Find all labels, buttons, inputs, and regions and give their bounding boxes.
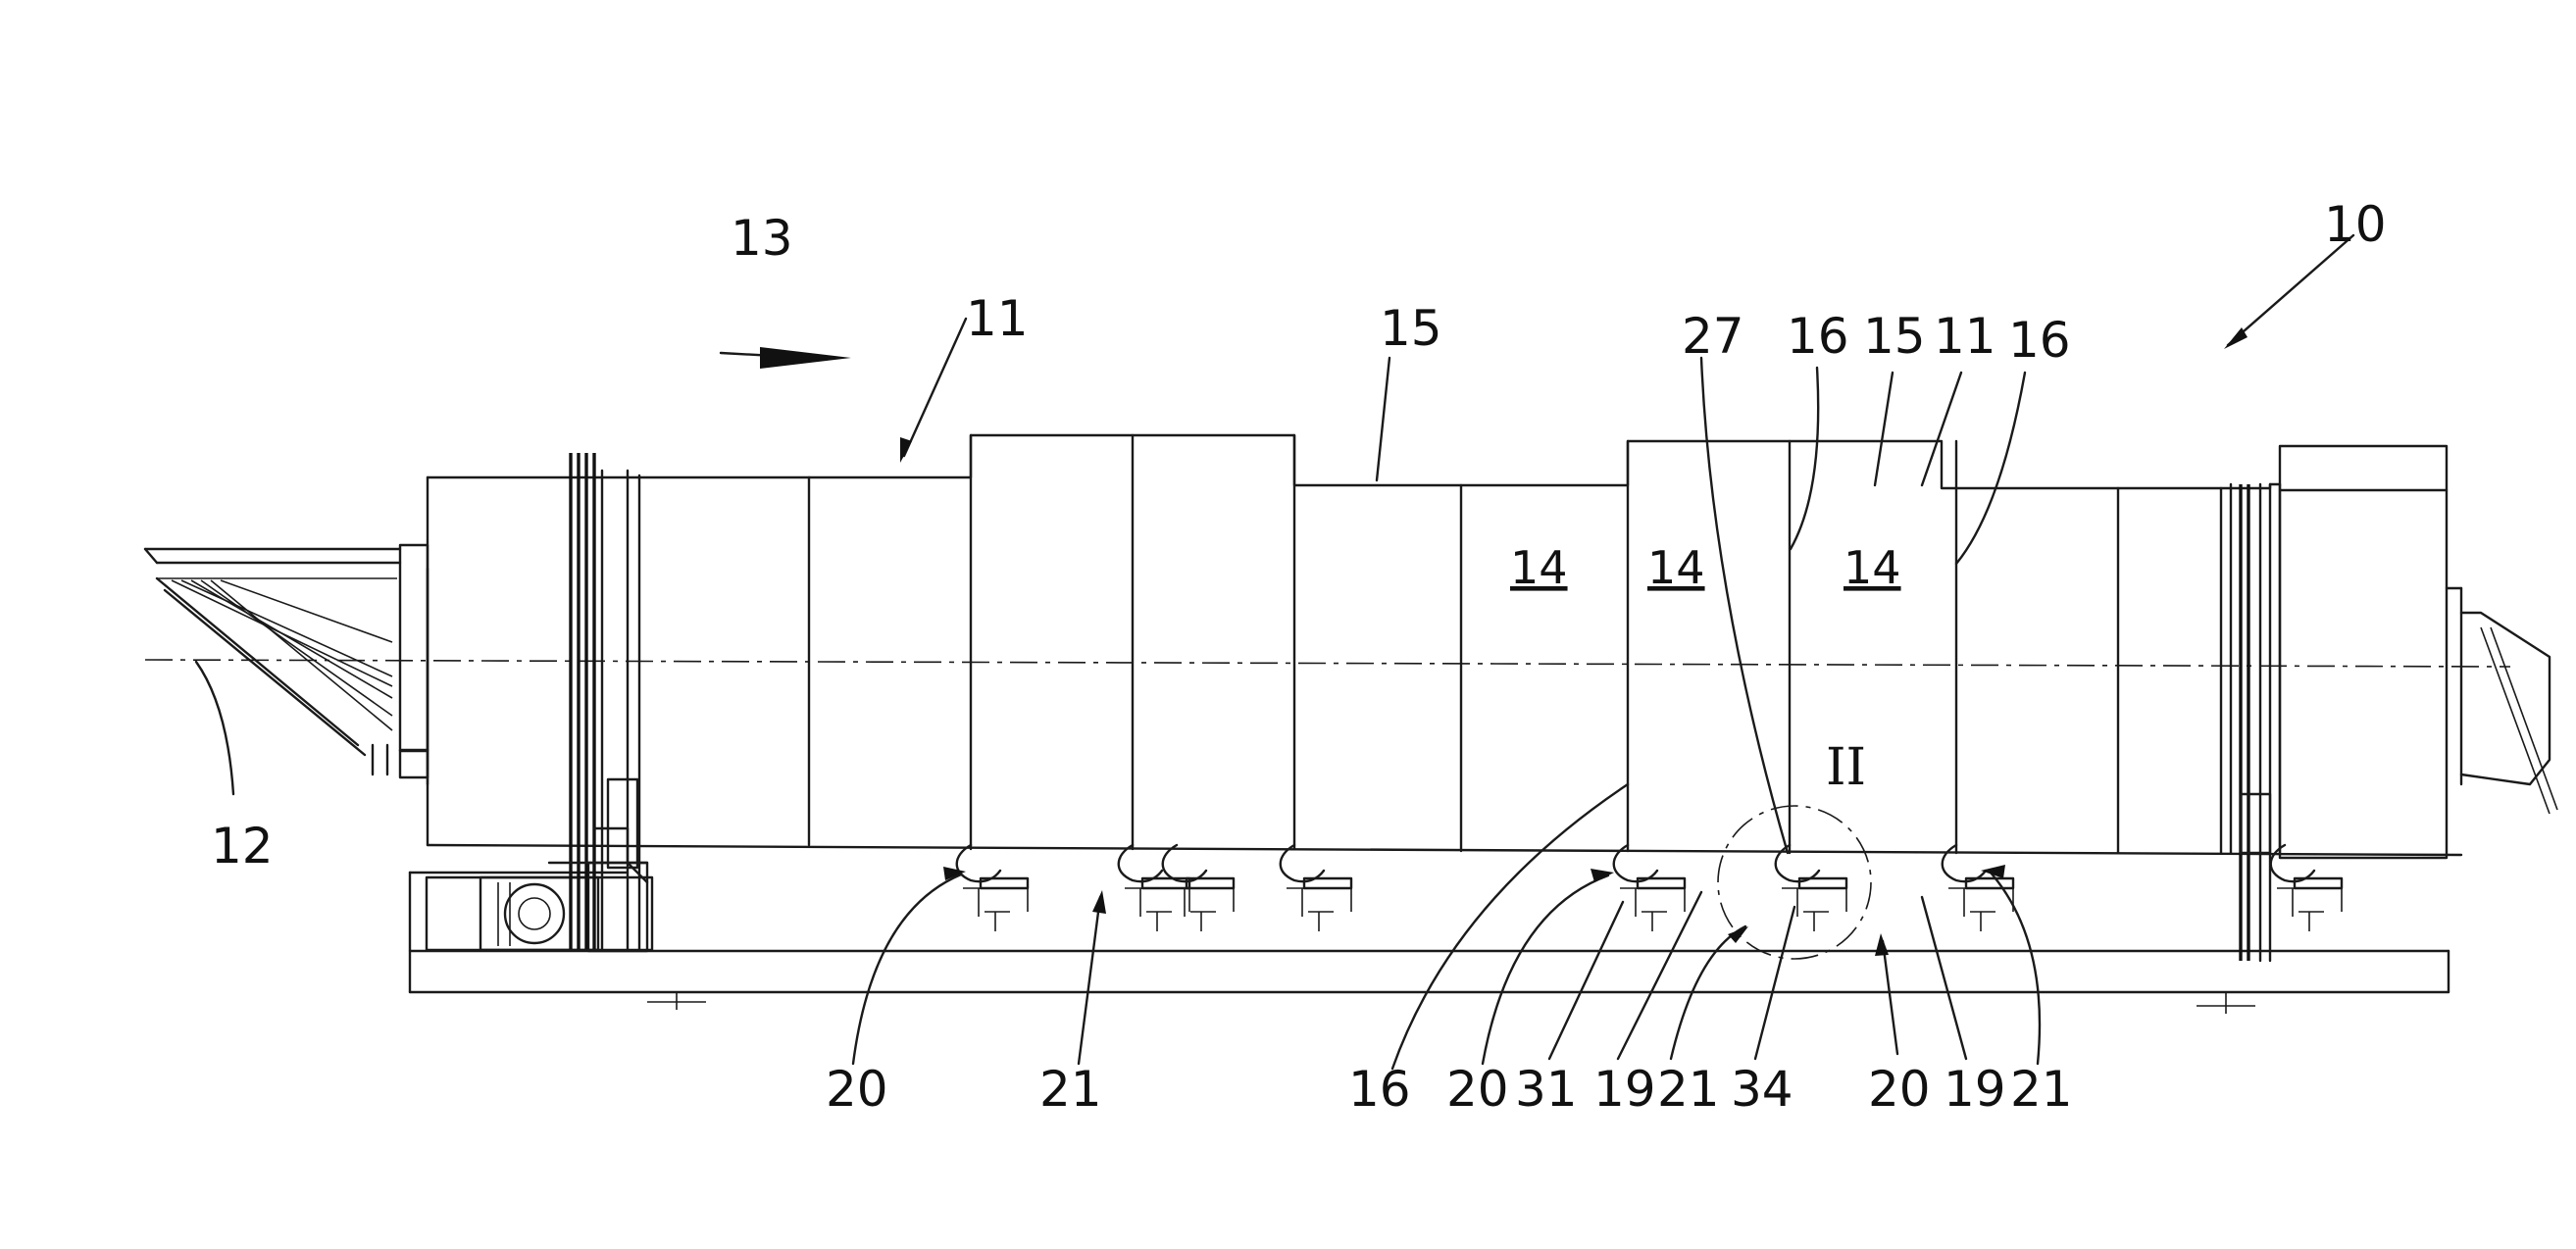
label-27: 27 — [1682, 308, 1744, 365]
bottom-label-21: 21 — [1657, 1061, 1720, 1118]
label-11-left: 11 — [966, 290, 1029, 347]
label-II: II — [1826, 738, 1866, 797]
bottom-label-16: 16 — [1348, 1061, 1411, 1118]
label-12: 12 — [211, 818, 274, 874]
bottom-labels: 2021162031192134201921 — [826, 1061, 2073, 1118]
labels: 10 11 12 13 15 27 16 15 11 16 14 14 14 I… — [211, 196, 2387, 874]
bottom-label-20: 20 — [1868, 1061, 1931, 1118]
label-15: 15 — [1380, 300, 1442, 357]
drive-unit — [427, 863, 652, 951]
direction-arrow — [721, 347, 851, 369]
label-14-a: 14 — [1510, 541, 1568, 594]
seal-hook — [1163, 845, 1234, 931]
label-14-c: 14 — [1844, 541, 1901, 594]
bottom-label-20: 20 — [826, 1061, 888, 1118]
left-tyre — [549, 453, 647, 949]
label-10: 10 — [2324, 196, 2387, 253]
label-16-b: 16 — [2008, 312, 2071, 369]
bottom-label-21: 21 — [1039, 1061, 1102, 1118]
bottom-label-31: 31 — [1515, 1061, 1578, 1118]
seal-hook — [1281, 845, 1351, 931]
outlet-end — [2221, 446, 2557, 961]
bottom-label-19: 19 — [1944, 1061, 2006, 1118]
label-16-a: 16 — [1787, 308, 1849, 365]
inlet-hopper — [145, 545, 428, 784]
label-15-right: 15 — [1863, 308, 1926, 365]
seal-hook — [957, 845, 1028, 931]
seal-hook — [1776, 845, 1846, 931]
seal-hook — [1614, 845, 1685, 931]
bottom-label-34: 34 — [1731, 1061, 1793, 1118]
bottom-label-21: 21 — [2010, 1061, 2073, 1118]
drum-body — [145, 435, 2510, 855]
bottom-label-19: 19 — [1593, 1061, 1656, 1118]
seal-row — [957, 845, 2342, 931]
base-rail — [410, 873, 2449, 1014]
label-13: 13 — [731, 210, 793, 267]
label-11-right: 11 — [1934, 308, 1996, 365]
label-14-b: 14 — [1647, 541, 1705, 594]
bottom-label-20: 20 — [1446, 1061, 1509, 1118]
